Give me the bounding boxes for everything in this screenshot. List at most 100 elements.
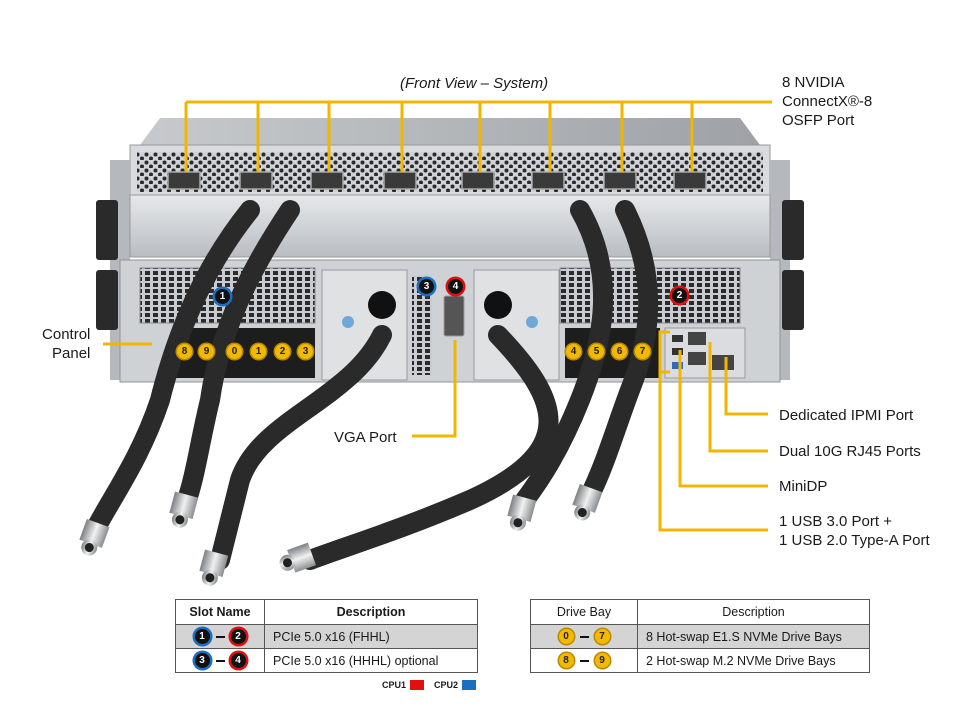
legend-swatch-cpu2 [462, 680, 477, 690]
hose [175, 200, 300, 515]
usb-port [672, 335, 683, 342]
slot-table-row: 3 4 PCIe 5.0 x16 (HHHL) optional [175, 648, 478, 673]
minidp-callout [678, 350, 768, 488]
slot-badge: 2 [230, 629, 246, 645]
osfp-label-line: OSFP Port [782, 112, 855, 129]
drive-table-header: Drive Bay Description [530, 599, 870, 625]
osfp-label-line: ConnectX®-8 [782, 93, 873, 110]
range-dash [579, 659, 589, 662]
slot-badge: 1 [194, 629, 210, 645]
slot-badge-4: 4 [448, 279, 463, 294]
drive-table-header-cell: Drive Bay [530, 599, 638, 625]
drive-badge: 8 [558, 653, 574, 669]
vga-callout [412, 340, 457, 438]
right-handle [782, 270, 804, 330]
osfp-port [461, 171, 495, 190]
usb-label: 1 USB 3.0 Port + 1 USB 2.0 Type-A Port [779, 512, 930, 550]
usb-label-line: 1 USB 3.0 Port + [779, 513, 892, 530]
slot-description-cell: PCIe 5.0 x16 (HHHL) optional [264, 648, 478, 673]
hose [580, 200, 659, 505]
slot-description-cell: PCIe 5.0 x16 (FHHL) [264, 624, 478, 649]
vga-connector [443, 295, 465, 337]
hose [515, 200, 614, 510]
chassis-top-cover [140, 118, 760, 145]
legend-label-cpu1: CPU1 [382, 680, 407, 690]
control-panel-label: Control Panel [42, 325, 90, 363]
thumbscrew-blue [526, 316, 538, 328]
usb-callout [658, 330, 768, 532]
slot-badge: 3 [194, 653, 210, 669]
ipmi-label: Dedicated IPMI Port [779, 407, 914, 424]
left-handle [96, 200, 118, 260]
hose [300, 325, 559, 570]
drive-badge-5: 5 [589, 344, 604, 359]
rj45-label: Dual 10G RJ45 Ports [779, 443, 921, 460]
osfp-ports [167, 171, 707, 190]
ipmi-callout [724, 357, 768, 416]
hose-fittings [79, 483, 603, 586]
osfp-port [310, 171, 344, 190]
range-dash [215, 635, 225, 638]
rj45-port [688, 332, 706, 345]
pcie-slot-3 [412, 275, 432, 375]
osfp-callout-drops [184, 102, 694, 172]
slot-table-row: 1 2 PCIe 5.0 x16 (FHHL) [175, 624, 478, 649]
drive-badge-8: 8 [177, 344, 192, 359]
osfp-port [167, 171, 201, 190]
drive-badge-6: 6 [612, 344, 627, 359]
drive-badge: 7 [594, 629, 610, 645]
coolant-port [368, 291, 396, 319]
minidp-label: MiniDP [779, 478, 828, 495]
usb-label-line: 1 USB 2.0 Type-A Port [779, 532, 930, 549]
slot-badge-2: 2 [672, 288, 687, 303]
legend-label-cpu2: CPU2 [434, 680, 459, 690]
hose [210, 325, 392, 570]
left-handle [96, 270, 118, 330]
drive-description-cell: 8 Hot-swap E1.S NVMe Drive Bays [637, 624, 870, 649]
range-dash [579, 635, 589, 638]
osfp-port [383, 171, 417, 190]
drive-description-cell: 2 Hot-swap M.2 NVMe Drive Bays [637, 648, 870, 673]
control-panel-label-line: Control [42, 326, 91, 343]
slot-table-header-cell: Slot Name [175, 599, 265, 625]
view-title: (Front View – System) [400, 75, 549, 92]
drive-badge: 9 [594, 653, 610, 669]
coolant-port [484, 291, 512, 319]
slot-table-header: Slot Name Description [175, 599, 478, 625]
drive-table-header-cell: Description [637, 599, 870, 625]
osfp-port [603, 171, 637, 190]
drive-badge-2: 2 [275, 344, 290, 359]
slot-badge-1: 1 [215, 289, 230, 304]
drive-badge-7: 7 [635, 344, 650, 359]
control-panel-label-line: Panel [52, 345, 91, 362]
osfp-port [531, 171, 565, 190]
osfp-label: 8 NVIDIA ConnectX®-8 OSFP Port [782, 73, 872, 130]
drive-badge-3: 3 [298, 344, 313, 359]
slot-table: Slot Name Description 1 2 PCIe 5.0 x16 (F… [175, 599, 478, 673]
drive-badge-0: 0 [227, 344, 242, 359]
osfp-vent-grille [137, 152, 763, 192]
slot-badge-3: 3 [419, 279, 434, 294]
ipmi-port [712, 355, 734, 370]
vga-label: VGA Port [334, 429, 397, 446]
minidp-port [672, 348, 683, 355]
thumbscrew-blue [342, 316, 354, 328]
range-dash [215, 659, 225, 662]
osfp-label-line: 8 NVIDIA [782, 74, 845, 91]
drive-badge-9: 9 [199, 344, 214, 359]
legend-swatch-cpu1 [410, 680, 425, 690]
hose [85, 200, 260, 540]
rj45-port [688, 352, 706, 365]
rj45-callout [708, 342, 768, 453]
osfp-port [673, 171, 707, 190]
drive-bays-left [175, 328, 315, 378]
slot-badge: 4 [230, 653, 246, 669]
callout-lines [103, 100, 772, 532]
drive-badge-4: 4 [566, 344, 581, 359]
